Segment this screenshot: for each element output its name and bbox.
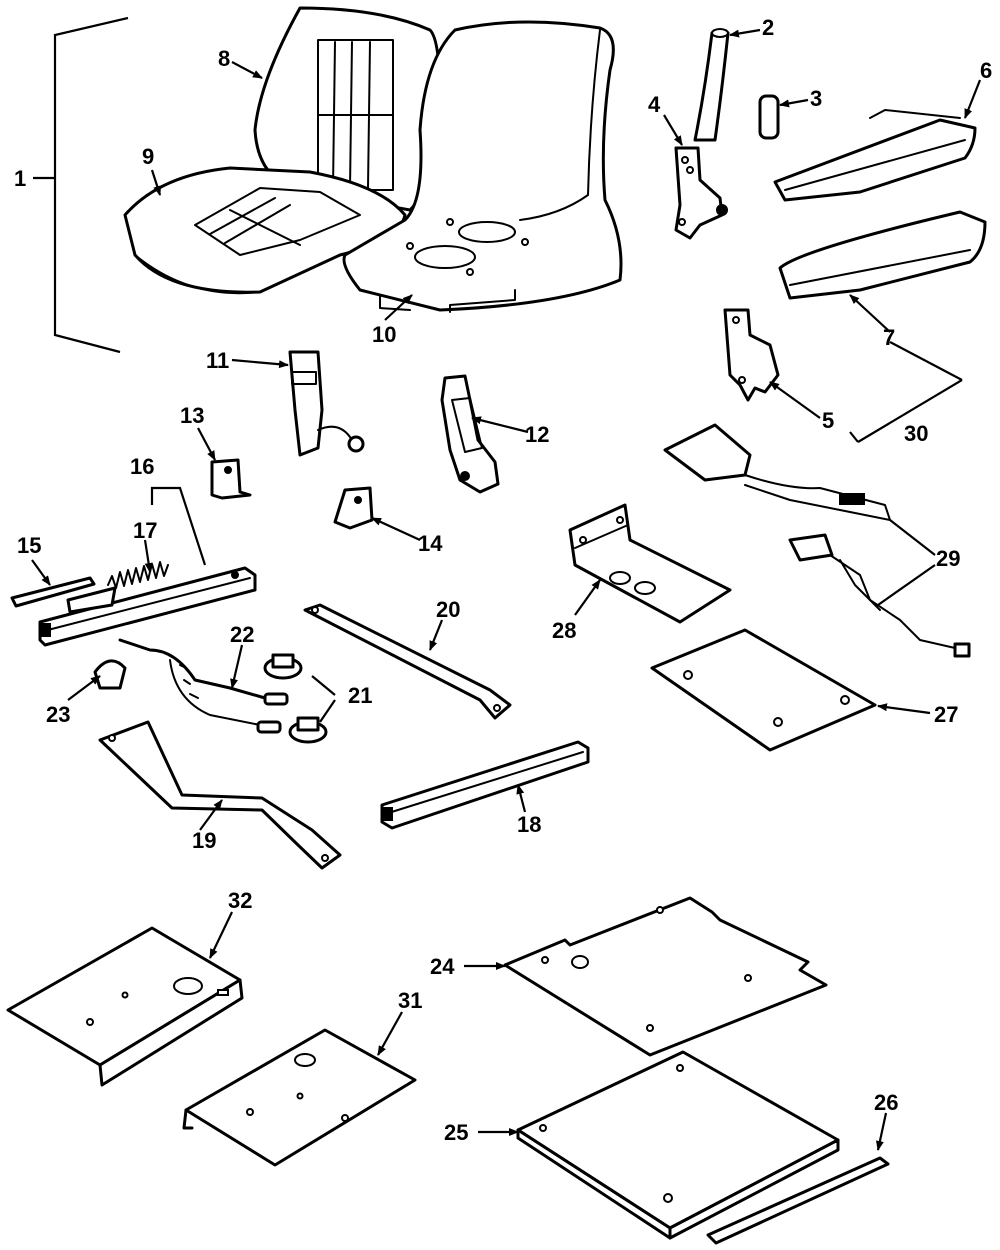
seat-belt-latch bbox=[440, 374, 500, 494]
seat-pan-shell bbox=[342, 20, 623, 313]
seat-belt-buckle-long bbox=[663, 423, 891, 521]
callout-21: 21 bbox=[348, 683, 372, 708]
seat-switch-lower bbox=[288, 716, 328, 744]
callout-12: 12 bbox=[525, 422, 549, 447]
wire-clip bbox=[93, 659, 127, 690]
trim-strip-26 bbox=[706, 1156, 890, 1245]
callout-leaders bbox=[31, 28, 982, 1151]
mounting-plate-27 bbox=[650, 628, 877, 752]
callout-25: 25 bbox=[444, 1120, 468, 1145]
adjuster-rod bbox=[10, 576, 96, 608]
callout-2: 2 bbox=[762, 15, 774, 40]
callout-26: 26 bbox=[874, 1090, 898, 1115]
callout-15: 15 bbox=[17, 533, 41, 558]
seat-slide-rail-right bbox=[380, 740, 590, 830]
angle-bracket-13 bbox=[210, 458, 252, 500]
tube-sleeve bbox=[693, 28, 730, 142]
armrest-upper bbox=[773, 109, 977, 202]
floor-pad-25 bbox=[516, 1050, 840, 1240]
callout-24: 24 bbox=[430, 954, 455, 979]
mounting-plate-32 bbox=[6, 926, 244, 1087]
callout-6: 6 bbox=[980, 58, 992, 83]
mounting-plate-28 bbox=[568, 503, 732, 624]
callout-27: 27 bbox=[934, 702, 958, 727]
callout-4: 4 bbox=[648, 92, 661, 117]
callout-28: 28 bbox=[552, 618, 576, 643]
callout-20: 20 bbox=[436, 597, 460, 622]
armrest-lower bbox=[778, 210, 987, 300]
callout-11: 11 bbox=[206, 348, 229, 373]
support-strap-19 bbox=[98, 720, 342, 870]
callout-23: 23 bbox=[46, 702, 70, 727]
armrest-bracket-left bbox=[674, 146, 728, 240]
seat-slide-rail-left bbox=[38, 566, 257, 647]
callout-8: 8 bbox=[218, 46, 230, 71]
callout-10: 10 bbox=[372, 322, 396, 347]
callout-1: 1 bbox=[14, 166, 26, 191]
callout-7: 7 bbox=[883, 325, 895, 350]
callout-29: 29 bbox=[936, 546, 960, 571]
callout-30: 30 bbox=[904, 421, 928, 446]
angle-bracket-14 bbox=[333, 486, 374, 530]
seat-bottom-cushion bbox=[123, 166, 407, 295]
small-sleeve bbox=[758, 94, 780, 140]
seat-switch-upper bbox=[263, 653, 303, 680]
callout-13: 13 bbox=[180, 403, 204, 428]
support-strap-20 bbox=[303, 603, 512, 720]
mounting-plate-31 bbox=[182, 1028, 417, 1167]
wiring-harness bbox=[118, 638, 289, 734]
floor-plate-24 bbox=[503, 896, 828, 1057]
callout-labels: 1 2 3 4 5 6 7 8 9 10 11 12 13 14 15 16 1… bbox=[14, 15, 992, 1145]
callout-3: 3 bbox=[810, 86, 822, 111]
callout-32: 32 bbox=[228, 888, 252, 913]
callout-22: 22 bbox=[230, 622, 254, 647]
callout-9: 9 bbox=[142, 144, 154, 169]
callout-14: 14 bbox=[418, 531, 443, 556]
seat-switch-harness bbox=[288, 350, 365, 457]
armrest-bracket-right bbox=[723, 308, 780, 402]
callout-17: 17 bbox=[133, 518, 157, 543]
return-spring bbox=[107, 561, 169, 589]
seat-belt-buckle-short bbox=[788, 533, 971, 658]
assembly-bracket bbox=[33, 16, 129, 354]
callout-19: 19 bbox=[192, 828, 216, 853]
callout-31: 31 bbox=[398, 988, 422, 1013]
callout-18: 18 bbox=[517, 812, 541, 837]
callout-5: 5 bbox=[822, 408, 834, 433]
callout-16: 16 bbox=[130, 454, 154, 479]
